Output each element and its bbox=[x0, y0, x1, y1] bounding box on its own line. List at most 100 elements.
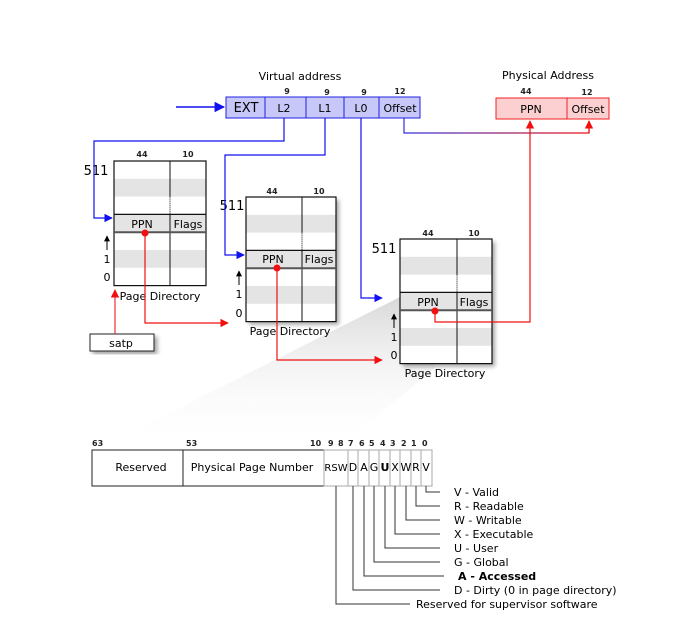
pd1-ppn-dot bbox=[141, 229, 149, 237]
table-stripe bbox=[114, 214, 206, 233]
pd2-bits-ppn: 44 bbox=[266, 187, 278, 196]
pd2-caption: Page Directory bbox=[250, 325, 331, 338]
virtual-address-box bbox=[225, 96, 421, 119]
va-bits-l1: 9 bbox=[324, 88, 330, 97]
pd2-index-1: 1 bbox=[236, 288, 243, 301]
pte-field-g: G bbox=[370, 461, 379, 474]
table-border bbox=[245, 196, 337, 323]
pte-field-a: A bbox=[360, 461, 368, 474]
pte-bit-3: 3 bbox=[390, 439, 396, 448]
pd2-ppn-dot bbox=[273, 264, 281, 272]
pte-bit-9: 9 bbox=[328, 439, 334, 448]
table-border bbox=[399, 238, 493, 365]
table-stripe bbox=[246, 250, 336, 269]
table-stripe bbox=[114, 250, 206, 268]
legend-rsw: Reserved for supervisor software bbox=[416, 598, 598, 611]
pte-bit-7: 7 bbox=[348, 439, 354, 448]
arrow-pd1-to-pd2 bbox=[144, 233, 229, 328]
legend-valid: V - Valid bbox=[454, 486, 499, 499]
pte-field-v: V bbox=[422, 461, 430, 474]
legend-leaders bbox=[335, 486, 444, 605]
pte-bit-8: 8 bbox=[338, 439, 344, 448]
pd3-index-0: 0 bbox=[391, 349, 398, 362]
page-directory-1 bbox=[113, 160, 207, 287]
satp-register bbox=[89, 333, 155, 352]
pa-bits-offset: 12 bbox=[581, 88, 592, 97]
table-stripe bbox=[400, 328, 492, 346]
pte-bit-53: 53 bbox=[186, 439, 197, 448]
pd1-index-0: 0 bbox=[104, 271, 111, 284]
table-stripe bbox=[246, 286, 336, 304]
arrow-l0-to-pd3 bbox=[360, 118, 383, 303]
pd3-index-1: 1 bbox=[391, 331, 398, 344]
pd3-caption: Page Directory bbox=[405, 367, 486, 380]
pte-field-d: D bbox=[349, 461, 357, 474]
arrow-l2-to-pd1 bbox=[93, 118, 285, 223]
legend-accessed: A - Accessed bbox=[458, 570, 536, 583]
va-bits-offset: 12 bbox=[394, 87, 405, 96]
legend-readable: R - Readable bbox=[454, 500, 524, 513]
pd3-bits-flags: 10 bbox=[468, 229, 480, 238]
pd3-flags-label: Flags bbox=[460, 296, 489, 309]
page-directory-3 bbox=[399, 238, 493, 365]
legend-executable: X - Executable bbox=[454, 528, 533, 541]
arrow-pd2-to-pd3 bbox=[276, 268, 383, 365]
pd1-index-511: 511 bbox=[84, 164, 109, 179]
pte-bit-1: 1 bbox=[411, 439, 417, 448]
pd1-flags-label: Flags bbox=[174, 218, 203, 231]
va-bits-l2: 9 bbox=[284, 87, 290, 96]
pte-field-w: W bbox=[401, 461, 412, 474]
arrow-l1-to-pd2 bbox=[224, 118, 326, 260]
physical-address-title: Physical Address bbox=[502, 69, 594, 82]
satp-label: satp bbox=[109, 337, 133, 350]
pte-bit-63: 63 bbox=[92, 439, 103, 448]
pd2-bits-flags: 10 bbox=[313, 187, 325, 196]
table-stripe bbox=[246, 214, 336, 233]
arrow-pd3-to-pa bbox=[434, 120, 535, 323]
pd1-caption: Page Directory bbox=[120, 290, 201, 303]
pd2-flags-label: Flags bbox=[305, 253, 334, 266]
pte-field-rsw: RSW bbox=[324, 463, 347, 474]
table-border bbox=[113, 160, 207, 287]
pte-field-u: U bbox=[381, 461, 390, 474]
virtual-address-title: Virtual address bbox=[259, 70, 342, 83]
pte-bit-0: 0 bbox=[422, 439, 428, 448]
pd1-index-1: 1 bbox=[104, 253, 111, 266]
pte-field-r: R bbox=[412, 461, 420, 474]
table-stripe bbox=[114, 178, 206, 197]
va-field-l0: L0 bbox=[354, 102, 367, 115]
pte-bit-10: 10 bbox=[310, 439, 322, 448]
pd3-index-511: 511 bbox=[372, 242, 397, 257]
pte-bit-4: 4 bbox=[380, 439, 386, 448]
legend-writable: W - Writable bbox=[454, 514, 522, 527]
pa-field-offset: Offset bbox=[571, 103, 605, 116]
table-stripe bbox=[400, 292, 492, 311]
va-field-l2: L2 bbox=[277, 102, 290, 115]
page-directory-2 bbox=[245, 196, 337, 323]
pte-bit-6: 6 bbox=[359, 439, 365, 448]
pd2-index-511: 511 bbox=[220, 199, 245, 214]
pd3-ppn-label: PPN bbox=[417, 296, 439, 309]
legend-dirty: D - Dirty (0 in page directory) bbox=[454, 584, 617, 597]
pte-bit-5: 5 bbox=[369, 439, 375, 448]
table-stripe bbox=[400, 256, 492, 275]
legend-global: G - Global bbox=[454, 556, 509, 569]
pte-field-reserved: Reserved bbox=[115, 461, 166, 474]
va-field-ext: EXT bbox=[234, 101, 259, 116]
pa-field-ppn: PPN bbox=[520, 103, 542, 116]
pte-field-x: X bbox=[391, 461, 399, 474]
va-bits-l0: 9 bbox=[361, 88, 367, 97]
pd1-ppn-label: PPN bbox=[131, 218, 153, 231]
pa-bits-ppn: 44 bbox=[520, 87, 532, 96]
pd1-bits-ppn: 44 bbox=[136, 150, 148, 159]
pte-field-ppn: Physical Page Number bbox=[191, 461, 314, 474]
arrow-offset-to-pa-offset bbox=[403, 118, 590, 134]
pd2-index-0: 0 bbox=[236, 307, 243, 320]
pd2-ppn-label: PPN bbox=[262, 253, 284, 266]
physical-address-box bbox=[495, 97, 610, 120]
pd3-bits-ppn: 44 bbox=[422, 229, 434, 238]
va-field-l1: L1 bbox=[318, 102, 331, 115]
pd3-ppn-dot bbox=[431, 307, 439, 315]
va-field-offset: Offset bbox=[383, 102, 417, 115]
